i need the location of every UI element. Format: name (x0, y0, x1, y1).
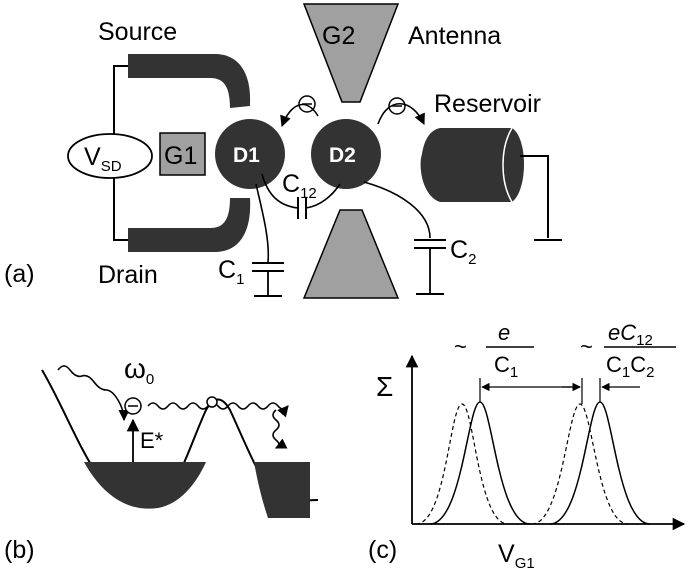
reservoir-ground-wire (520, 155, 549, 238)
frac1-denominator: C1 (494, 352, 518, 381)
drain-label: Drain (98, 261, 158, 289)
x-axis-label: VG1 (498, 540, 535, 572)
dot-d1 (215, 119, 285, 189)
barrier-top-marker (206, 396, 218, 408)
peak-2-dashed (531, 403, 629, 525)
tunnel-wave (147, 402, 289, 418)
vsd-label: VSD (84, 143, 122, 175)
gate-g1 (159, 132, 206, 176)
c1-wire (255, 183, 270, 263)
dot-d1-label: D1 (233, 144, 260, 167)
reservoir-notch (502, 127, 513, 203)
y-axis-label: Σ (376, 371, 393, 402)
panel-a: VSD G1 G2 D1 D2 C12 (4, 3, 562, 299)
source-label: Source (98, 18, 177, 46)
c12-wire-left (261, 173, 299, 209)
reservoir-lead (420, 128, 524, 202)
c2-wire (363, 181, 431, 239)
tilde-1: ~ (454, 334, 467, 359)
omega-label: ω0 (124, 353, 154, 388)
panel-c: Σ VG1 ~ e C1 ~ eC12 C1C2 (c) (368, 320, 686, 572)
dot-d2-label: D2 (329, 144, 356, 167)
panel-b-label: (b) (4, 536, 35, 564)
hop-arrow-d2-d1 (280, 103, 319, 128)
c2-label: C2 (450, 236, 476, 268)
c1-label: C1 (218, 256, 244, 288)
frac1-numerator: e (498, 320, 510, 345)
relax-wave (272, 409, 288, 449)
c12-label: C12 (282, 170, 317, 202)
gate-g2-label: G2 (322, 22, 355, 50)
hop-arrow-d2-res (377, 102, 425, 126)
c12-wire-right (305, 183, 341, 209)
right-fermi-sea (254, 462, 310, 518)
dot-d2 (311, 119, 381, 189)
panel-b: ω0 E* (b) (4, 353, 319, 564)
vsd-source (67, 133, 153, 179)
photon-in (57, 365, 130, 422)
drain-lead (128, 198, 251, 252)
source-lead (128, 54, 251, 108)
tilde-2: ~ (580, 334, 593, 359)
antenna-label: Antenna (408, 22, 501, 50)
gate-bottom (302, 209, 400, 299)
left-fermi-sea (84, 462, 206, 509)
vsd-wire-top (113, 65, 128, 134)
peak-2-solid (549, 401, 651, 525)
vsd-wire-bottom (113, 178, 128, 241)
frac2-denominator: C1C2 (606, 352, 654, 381)
reservoir-label: Reservoir (434, 90, 541, 118)
peak-1-solid (429, 401, 531, 525)
peak-1-dashed (415, 403, 509, 525)
panel-a-label: (a) (4, 260, 35, 288)
gate-g1-label: G1 (164, 142, 197, 170)
panel-c-label: (c) (368, 536, 397, 564)
gate-g2 (302, 3, 400, 103)
energy-label: E* (140, 428, 164, 453)
frac2-numerator: eC12 (608, 320, 653, 349)
